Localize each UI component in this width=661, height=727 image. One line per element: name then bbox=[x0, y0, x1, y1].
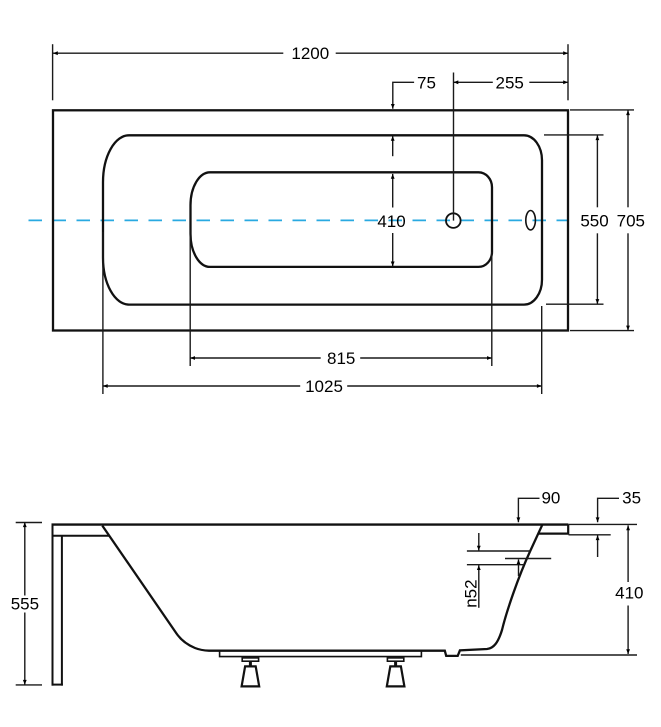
svg-text:35: 35 bbox=[622, 489, 641, 508]
svg-text:410: 410 bbox=[615, 584, 643, 603]
svg-text:255: 255 bbox=[496, 73, 524, 92]
svg-text:555: 555 bbox=[11, 595, 39, 614]
svg-text:n52: n52 bbox=[461, 579, 480, 607]
svg-text:90: 90 bbox=[541, 489, 560, 508]
svg-text:1200: 1200 bbox=[291, 44, 329, 63]
svg-text:705: 705 bbox=[617, 211, 645, 230]
svg-text:410: 410 bbox=[377, 212, 405, 231]
svg-text:550: 550 bbox=[580, 211, 608, 230]
svg-text:75: 75 bbox=[417, 73, 436, 92]
svg-text:1025: 1025 bbox=[305, 377, 343, 396]
svg-text:815: 815 bbox=[327, 349, 355, 368]
